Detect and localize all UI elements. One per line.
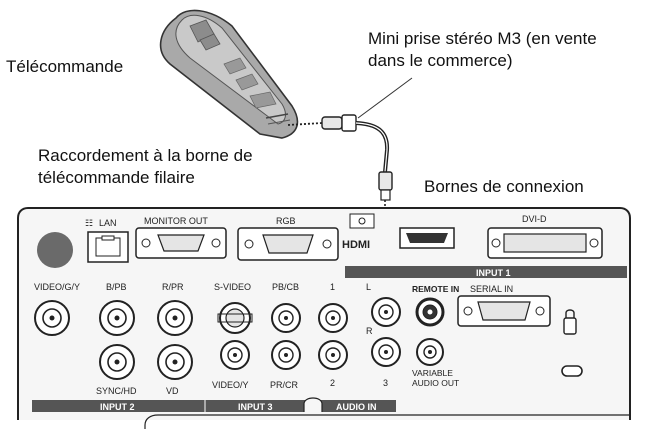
label-r-pr: R/PR <box>162 282 184 292</box>
label-rgb: RGB <box>276 216 296 226</box>
label-vd: VD <box>166 386 179 396</box>
label-serial-in: SERIAL IN <box>470 284 513 294</box>
label-monitor-out: MONITOR OUT <box>144 216 208 226</box>
label-video-y: VIDEO/Y <box>212 380 249 390</box>
label-input2: INPUT 2 <box>100 402 135 412</box>
input1-band <box>345 266 627 278</box>
label-dvi-d: DVI-D <box>522 214 547 224</box>
panel-slot <box>561 365 583 377</box>
label-lan: LAN <box>99 218 117 228</box>
remote-control-illustration <box>159 9 299 139</box>
label-audio-3: 3 <box>383 378 388 388</box>
callout-remote: Télécommande <box>6 57 124 76</box>
label-hdmi: HDMI <box>342 239 370 251</box>
callout-plug-line2: dans le commerce) <box>368 51 513 70</box>
label-b-pb: B/PB <box>106 282 127 292</box>
label-audio-r: R <box>366 326 373 336</box>
label-audio-1: 1 <box>330 282 335 292</box>
security-lock-icon <box>563 317 577 335</box>
label-pb-cb: PB/CB <box>272 282 299 292</box>
callout-wired-line1: Raccordement à la borne de <box>38 146 253 165</box>
label-pr-cr: PR/CR <box>270 380 299 390</box>
label-audio-2: 2 <box>330 378 335 388</box>
speaker-dot <box>37 232 73 268</box>
lan-port <box>87 231 129 263</box>
callout-wired-line2: télécommande filaire <box>38 168 195 187</box>
label-video-g-y: VIDEO/G/Y <box>34 282 80 292</box>
callout-plug-line1: Mini prise stéréo M3 (en vente <box>368 29 597 48</box>
callout-terminals: Bornes de connexion <box>424 177 584 196</box>
label-remote-in: REMOTE IN <box>412 284 459 294</box>
label-audio-out: AUDIO OUT <box>412 378 459 388</box>
label-input3: INPUT 3 <box>238 402 273 412</box>
label-s-video: S-VIDEO <box>214 282 251 292</box>
connector-panel: ☷ LAN MONITOR OUT RGB HDMI DVI-D INPUT 1… <box>17 207 631 429</box>
label-audio-l: L <box>366 282 371 292</box>
label-variable: VARIABLE <box>412 368 453 378</box>
label-sync-hd: SYNC/HD <box>96 386 137 396</box>
label-audio-in: AUDIO IN <box>336 402 377 412</box>
plug-leader-line <box>357 77 413 119</box>
label-input1: INPUT 1 <box>476 268 511 278</box>
lan-icon: ☷ <box>85 218 93 228</box>
